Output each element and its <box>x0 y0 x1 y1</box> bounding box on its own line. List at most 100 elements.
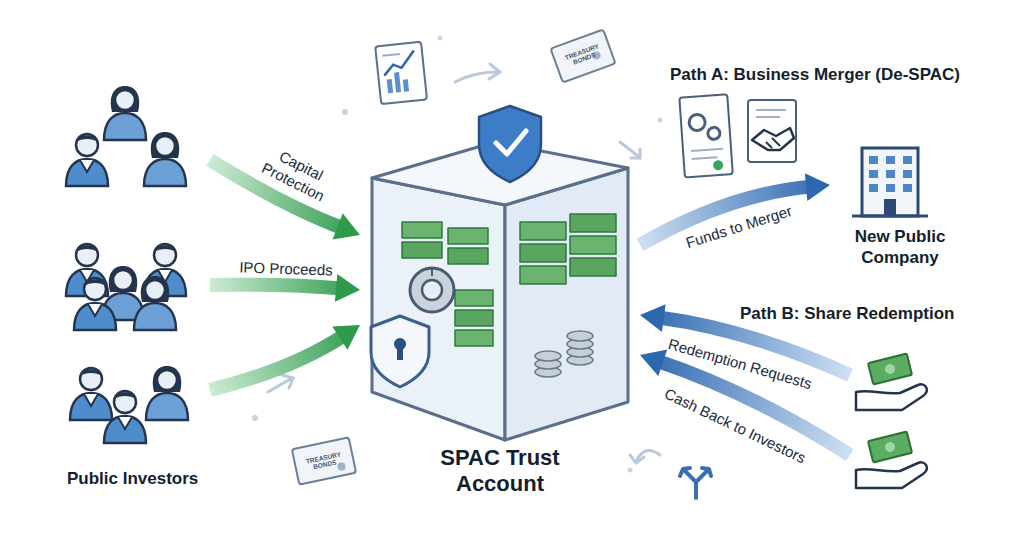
investor-group-part <box>70 368 112 420</box>
chart-document-part <box>382 54 400 56</box>
cash-hand-icon-part <box>868 431 912 462</box>
fork-arrow-icon-part <box>684 470 696 498</box>
treasury-certificate <box>551 30 616 83</box>
chart-document-part <box>375 42 427 104</box>
building-icon-part-part <box>886 156 895 164</box>
node-text: Path B: Share Redemption <box>740 303 954 324</box>
cash-stack-part <box>520 266 566 284</box>
fork-arrow-icon-part <box>702 468 711 476</box>
vault-illustration-part <box>505 168 628 440</box>
combination-dial <box>410 268 454 312</box>
investor-group-part <box>134 276 176 330</box>
building-icon-part-part <box>886 170 895 178</box>
cash-hand-icon-part <box>884 441 896 453</box>
chart-document-part <box>387 79 393 93</box>
node-text: Public Investors <box>67 468 198 489</box>
building-icon-part-part <box>869 184 878 192</box>
investor-group <box>70 366 188 443</box>
handshake-document <box>748 100 796 162</box>
path-heading: Path A: Business Merger (De-SPAC) <box>670 64 960 85</box>
company-node: New Public Company <box>830 140 970 275</box>
cash-hand-icon-part <box>856 462 927 488</box>
combination-dial-part <box>422 280 442 300</box>
node-text: New Public Company <box>840 226 960 268</box>
cash-stack <box>402 214 616 346</box>
cash-stack-part <box>455 310 493 326</box>
coin-stack-part <box>567 331 593 341</box>
cash-hand-icon-part <box>884 363 896 375</box>
building-icon-part <box>852 215 928 218</box>
fork-arrow-icon-part <box>696 470 708 482</box>
investor-group-part <box>74 278 116 330</box>
cash-hand-icon-part <box>856 384 927 410</box>
fork-arrow-icon <box>680 468 711 498</box>
cash-stack-part <box>448 248 488 264</box>
shield-check <box>479 106 541 182</box>
flow-arrow <box>210 325 360 390</box>
decor-arrow-part <box>620 142 638 156</box>
fork-arrow-icon-part <box>680 468 690 476</box>
flow-arrow <box>210 274 360 302</box>
handshake-document-part <box>766 138 780 148</box>
cash-stack-part <box>455 330 493 346</box>
cash-hand-icon <box>856 431 927 488</box>
gear-document-part <box>689 114 706 131</box>
investor-group-part <box>104 86 146 140</box>
gear-document <box>679 94 732 177</box>
building-icon-part-part <box>903 156 912 164</box>
building-icon-part <box>869 156 912 192</box>
cash-stack-part <box>455 290 493 306</box>
vault-illustration-part <box>372 178 505 440</box>
combination-dial-part <box>431 268 433 276</box>
treasury-certificate-part <box>292 437 356 484</box>
chart-document-part <box>403 79 409 91</box>
decor-dot <box>252 36 663 473</box>
node-text: SPAC Trust Account <box>400 445 600 497</box>
trust-account-node: SPAC Trust Account <box>360 100 640 500</box>
investor-group-part <box>104 391 146 443</box>
coin-stack-part <box>535 351 561 361</box>
gear-document-part <box>708 127 721 140</box>
shield-check-part <box>479 106 541 182</box>
lock-shield-part <box>371 316 429 387</box>
gear-document-part <box>679 94 732 177</box>
decor-arrow-part <box>489 64 500 79</box>
gear-document-part <box>713 160 724 171</box>
chart-document-part <box>382 50 416 75</box>
lock-shield-part <box>397 346 403 360</box>
investor-group <box>66 86 186 186</box>
cash-stack-part <box>520 222 566 240</box>
building-icon-part-part <box>903 184 912 192</box>
arrow-head <box>335 274 360 302</box>
handshake-document-part <box>756 109 786 111</box>
decor-arrow-part <box>282 375 293 388</box>
building-icon-part-part <box>886 184 895 192</box>
investor-group-part <box>144 132 186 186</box>
treasury-certificate <box>292 437 356 484</box>
arrow-shaft <box>210 335 344 390</box>
gear-document-part <box>692 157 718 159</box>
investor-group-part <box>146 366 188 420</box>
arrow-head <box>333 213 360 239</box>
decor-dot-part <box>658 118 663 123</box>
cash-hand-icon <box>856 353 927 410</box>
decor-dot-part <box>342 109 348 115</box>
arrow-label: IPO Proceeds <box>225 258 346 280</box>
building-icon-part-part <box>869 170 878 178</box>
handshake-document-part <box>756 116 780 118</box>
chart-document <box>375 42 427 104</box>
decor-dot-part <box>438 36 443 41</box>
handshake-document-part <box>748 100 796 162</box>
chart-document-part <box>394 72 401 92</box>
investor-group-part <box>66 134 108 186</box>
cash-stack-part <box>402 222 442 238</box>
gear-document-part <box>691 149 723 151</box>
arrow-head <box>640 349 667 376</box>
decor-arrow-part <box>268 378 292 392</box>
cash-stack-part <box>402 242 442 258</box>
handshake-document-part <box>752 128 794 150</box>
arrow-head <box>332 325 360 350</box>
decor-arrow-part <box>630 455 644 463</box>
